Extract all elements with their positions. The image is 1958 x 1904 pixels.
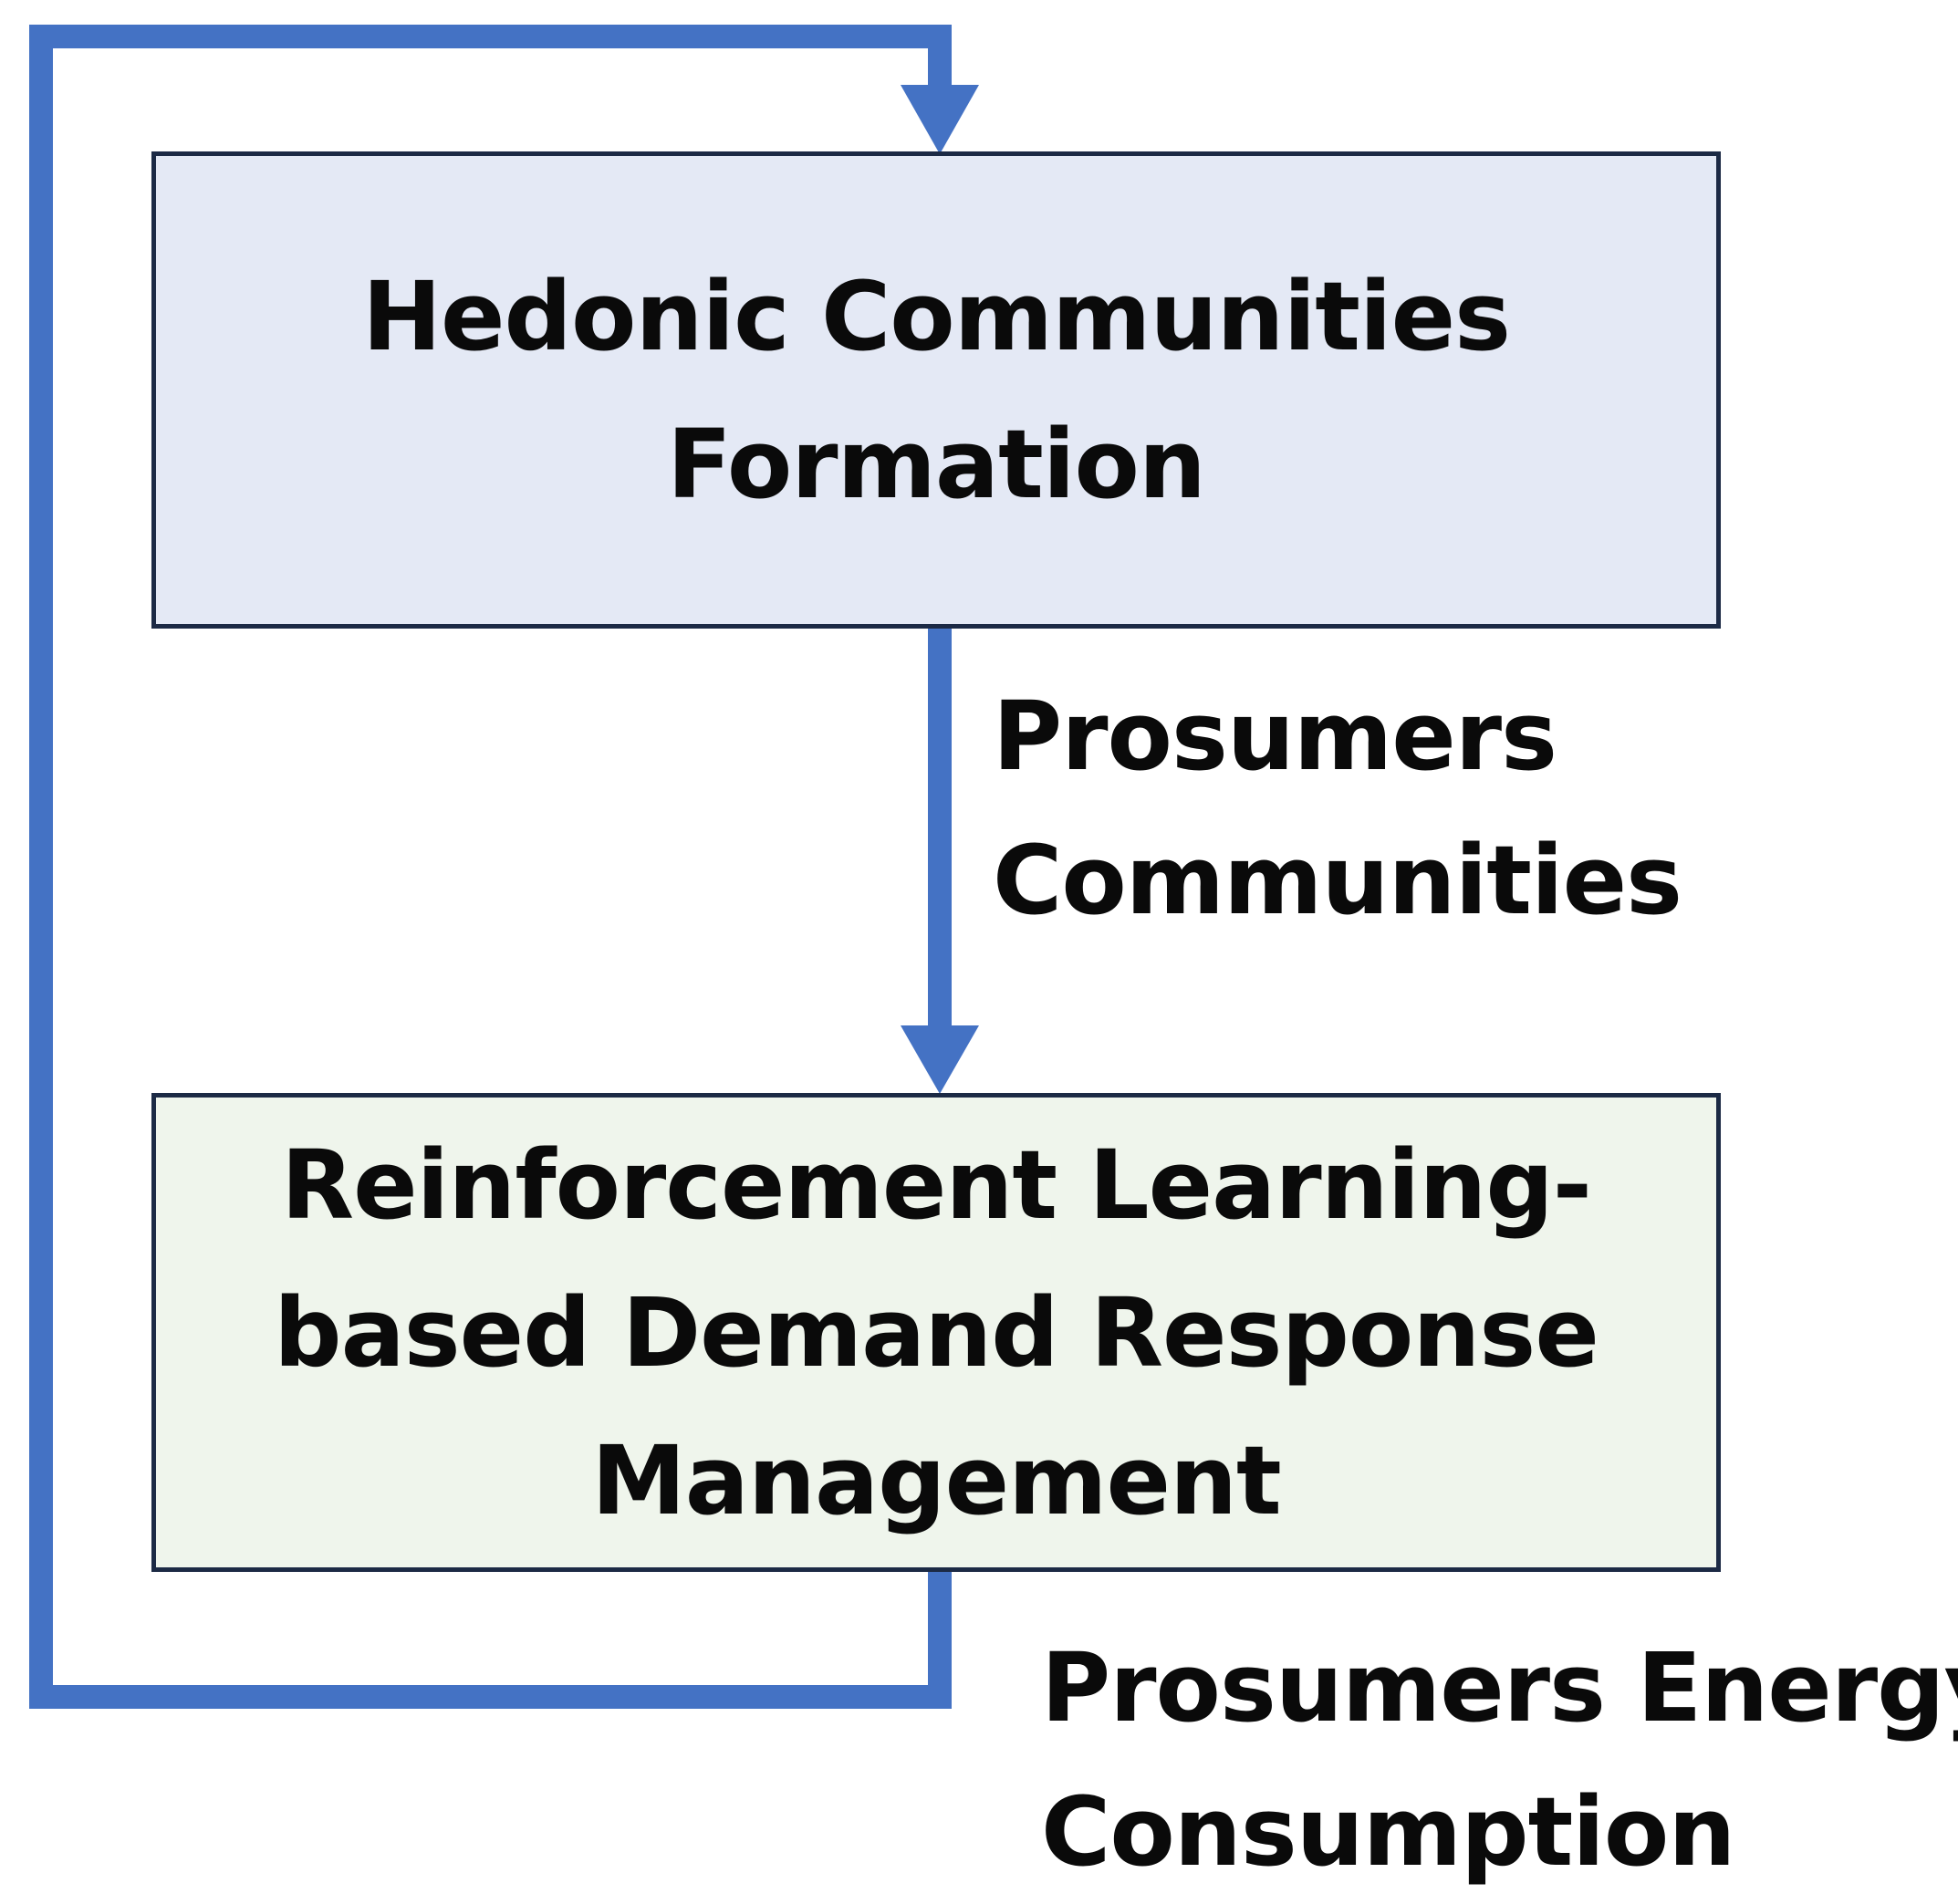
hedonic-communities-formation-box: Hedonic Communities Formation bbox=[151, 151, 1721, 629]
rl-label-line-2: based Demand Response bbox=[274, 1276, 1599, 1389]
hedonic-label-line-1: Hedonic Communities bbox=[361, 260, 1511, 372]
rl-label-line-3: Management bbox=[591, 1424, 1282, 1536]
forward-edge-line-2: Communities bbox=[993, 825, 1682, 936]
rl-demand-response-label: Reinforcement Learning- based Demand Res… bbox=[274, 1111, 1599, 1555]
hedonic-label-line-2: Formation bbox=[667, 408, 1206, 520]
feedback-arrowhead bbox=[901, 85, 979, 154]
forward-arrowhead bbox=[901, 1025, 979, 1094]
rl-demand-response-box: Reinforcement Learning- based Demand Res… bbox=[151, 1093, 1721, 1572]
hedonic-communities-formation-label: Hedonic Communities Formation bbox=[361, 243, 1511, 538]
feedback-edge-line-1: Prosumers Energy bbox=[1041, 1632, 1958, 1743]
prosumers-energy-consumption-label: Prosumers Energy Consumption bbox=[1041, 1616, 1958, 1904]
feedback-edge-line-2: Consumption bbox=[1041, 1776, 1735, 1888]
rl-label-line-1: Reinforcement Learning- bbox=[281, 1129, 1592, 1241]
feedback-arrow-line bbox=[29, 25, 952, 1709]
forward-edge-line-1: Prosumers bbox=[993, 681, 1557, 792]
prosumers-communities-label: Prosumers Communities bbox=[993, 664, 1682, 952]
